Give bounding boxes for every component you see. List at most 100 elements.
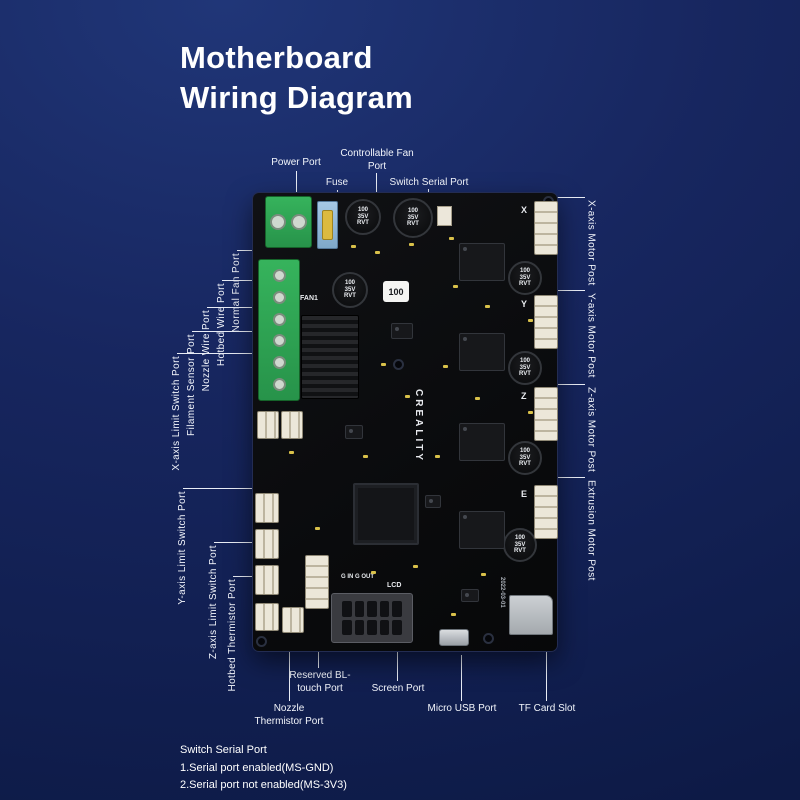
callout-line-screen-port xyxy=(397,650,398,681)
normal-fan-connector xyxy=(281,411,303,439)
capacitor-marking: 100 xyxy=(357,206,368,213)
smd-component xyxy=(435,455,440,458)
capacitor: 100 35V RVT xyxy=(508,261,542,295)
axis-label-e: E xyxy=(521,489,528,499)
callout-line-z-limit xyxy=(214,542,254,543)
callout-line-y-limit xyxy=(183,488,254,489)
z-motor-connector xyxy=(534,387,558,441)
capacitor-marking: 35V xyxy=(514,541,526,548)
note-line-1: 1.Serial port enabled(MS-GND) xyxy=(180,761,334,774)
callout-line-micro-usb xyxy=(461,655,462,701)
smd-component xyxy=(481,573,486,576)
y-limit-switch-connector xyxy=(255,529,279,559)
lcd-screen-connector xyxy=(331,593,413,643)
note-line-2: 2.Serial port not enabled(MS-3V3) xyxy=(180,779,347,792)
connector-pin xyxy=(379,601,390,617)
capacitor-marking: 35V xyxy=(519,364,531,371)
callout-line-hotbed-thermistor xyxy=(233,576,254,577)
nozzle-thermistor-connector xyxy=(282,607,304,633)
tf-card-slot xyxy=(509,595,553,635)
smd-component xyxy=(449,237,454,240)
stepper-driver-z xyxy=(459,423,505,461)
label-fuse: Fuse xyxy=(325,177,349,188)
capacitor: 100 35V RVT xyxy=(503,528,537,562)
capacitor-marking: RVT xyxy=(407,221,419,228)
connector-pin xyxy=(392,601,402,617)
label-reserved-bl-touch-port: Reserved BL-touch Port xyxy=(289,670,351,694)
label-z-axis-limit-switch-port: Z-axis Limit Switch Port xyxy=(208,545,219,660)
serial-switch-component xyxy=(437,206,452,226)
hotbed-thermistor-connector xyxy=(255,603,279,631)
callout-line-z-motor xyxy=(557,384,585,385)
callout-line-x-limit xyxy=(177,353,254,354)
capacitor-marking: 35V xyxy=(519,274,531,281)
label-x-axis-motor-post: X-axis Motor Post xyxy=(585,200,597,286)
terminal-screw xyxy=(272,356,286,370)
connector-pin xyxy=(367,619,377,635)
terminal-screw xyxy=(270,214,287,230)
stepper-driver-y xyxy=(459,333,505,371)
silkscreen-fan1: FAN1 xyxy=(300,295,318,302)
label-y-axis-limit-switch-port: Y-axis Limit Switch Port xyxy=(177,491,188,605)
y-motor-connector xyxy=(534,295,558,349)
capacitor-marking: 100 xyxy=(344,279,355,286)
capacitor-marking: RVT xyxy=(357,220,369,227)
label-z-axis-motor-post: Z-axis Motor Post xyxy=(585,387,597,473)
axis-label-z: Z xyxy=(521,391,527,401)
smd-component xyxy=(289,451,294,454)
callout-line-tf-card xyxy=(546,646,547,701)
label-y-axis-motor-post: Y-axis Motor Post xyxy=(585,293,597,378)
silkscreen-g-in-g-out: G IN G OUT xyxy=(341,574,374,580)
switch-serial-note: Switch Serial Port 1.Serial port enabled… xyxy=(180,742,347,795)
fuse-component xyxy=(322,210,333,240)
component-100: 100 xyxy=(383,281,409,302)
smd-component xyxy=(381,363,386,366)
x-motor-connector xyxy=(534,201,558,255)
ic-chip xyxy=(461,589,479,602)
smd-component xyxy=(405,395,410,398)
label-nozzle-thermistor-port: Nozzle Thermistor Port xyxy=(254,703,324,727)
capacitor-marking: RVT xyxy=(519,371,531,378)
label-extrusion-motor-post: Extrusion Motor Post xyxy=(585,480,597,581)
callout-line-nozzle-wire xyxy=(207,307,254,308)
filament-sensor-connector xyxy=(257,411,279,439)
note-heading: Switch Serial Port xyxy=(180,744,267,756)
capacitor-marking: RVT xyxy=(344,293,356,300)
motherboard: 100 35V RVT 100 35V RVT 100 35V RVT 100 … xyxy=(253,193,558,651)
label-filament-sensor-port: Filament Sensor Port xyxy=(186,334,197,436)
z-limit-switch-connector xyxy=(255,565,279,595)
hotbed-nozzle-terminal xyxy=(258,259,300,401)
axis-label-y: Y xyxy=(521,299,528,309)
connector-pin xyxy=(367,601,377,617)
micro-usb-port xyxy=(439,629,469,646)
label-switch-serial-port: Switch Serial Port xyxy=(389,177,469,188)
label-hotbed-thermistor-port: Hotbed Thermistor Port xyxy=(227,579,238,692)
capacitor: 100 35V RVT xyxy=(508,351,542,385)
title-line-2: Wiring Diagram xyxy=(180,79,414,115)
stepper-driver-x xyxy=(459,243,505,281)
capacitor-marking: 100 xyxy=(519,267,530,274)
mounting-hole xyxy=(393,359,404,370)
smd-component xyxy=(443,365,448,368)
connector-pin xyxy=(379,619,390,635)
capacitor-marking: 100 xyxy=(514,534,525,541)
terminal-screw xyxy=(272,268,286,282)
smd-component xyxy=(375,251,380,254)
callout-line-filament-sensor xyxy=(192,331,254,332)
capacitor: 100 35V RVT xyxy=(332,272,368,308)
capacitor-marking: 35V xyxy=(344,286,356,293)
label-controllable-fan-port: Controllable Fan Port xyxy=(340,148,414,172)
mounting-hole xyxy=(483,633,494,644)
terminal-screw xyxy=(272,378,286,392)
callout-line-hotbed-wire xyxy=(222,280,254,281)
bl-touch-connector xyxy=(305,555,329,609)
capacitor-marking: 100 xyxy=(407,207,418,214)
creality-logo: CREALITY xyxy=(413,389,424,463)
capacitor-marking: 100 xyxy=(519,357,530,364)
smd-component xyxy=(451,613,456,616)
capacitor-marking: RVT xyxy=(519,281,531,288)
ic-chip xyxy=(425,495,441,508)
terminal-screw xyxy=(272,290,286,304)
e-motor-connector xyxy=(534,485,558,539)
